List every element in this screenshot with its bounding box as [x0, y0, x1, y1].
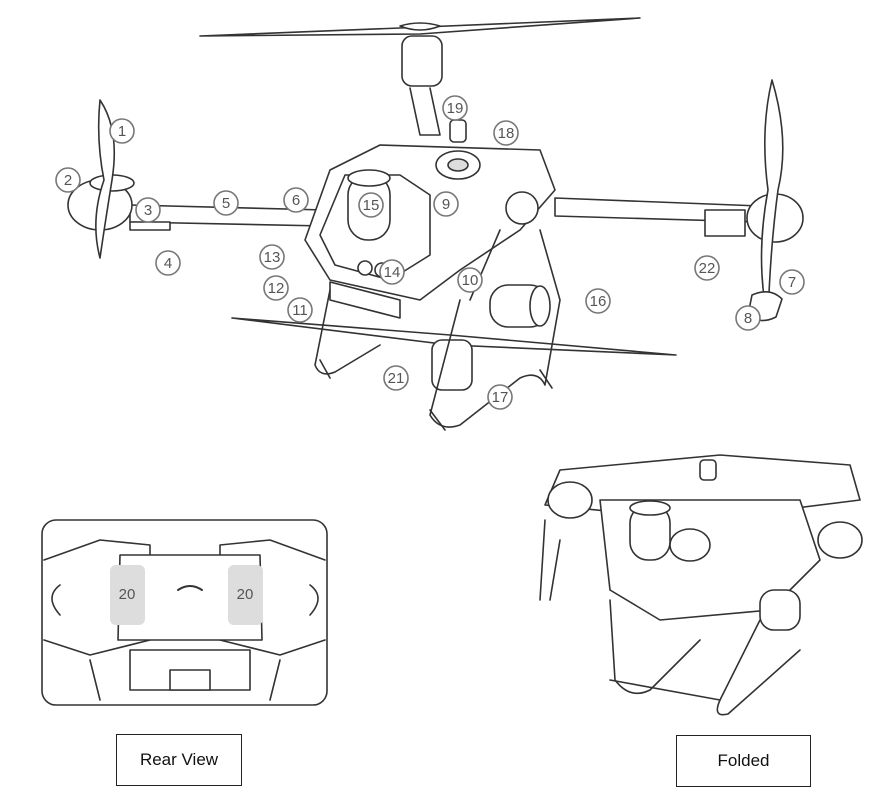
svg-text:16: 16 — [590, 293, 607, 310]
callout-18: 18 — [493, 120, 519, 146]
folded-caption: Folded — [676, 735, 811, 787]
svg-text:4: 4 — [164, 255, 172, 272]
svg-text:1: 1 — [118, 123, 126, 140]
svg-text:18: 18 — [498, 125, 515, 142]
callout-13: 13 — [259, 244, 285, 270]
callout-21: 21 — [383, 365, 409, 391]
svg-text:15: 15 — [363, 197, 380, 214]
svg-text:17: 17 — [492, 389, 509, 406]
svg-text:6: 6 — [292, 192, 300, 209]
svg-text:7: 7 — [788, 274, 796, 291]
callout-22: 22 — [694, 255, 720, 281]
callout-10: 10 — [457, 267, 483, 293]
left-propeller — [95, 99, 116, 259]
bottom-propeller — [231, 317, 677, 356]
svg-text:13: 13 — [264, 249, 281, 266]
svg-text:9: 9 — [442, 196, 450, 213]
callout-9: 9 — [433, 191, 459, 217]
callout-12: 12 — [263, 275, 289, 301]
rear-view-caption-text: Rear View — [139, 750, 219, 769]
callout-4: 4 — [155, 250, 181, 276]
main-drone-illustration — [67, 17, 804, 431]
svg-text:2: 2 — [64, 172, 72, 189]
svg-text:8: 8 — [744, 310, 752, 327]
svg-text:11: 11 — [292, 302, 308, 319]
svg-text:19: 19 — [447, 100, 464, 117]
callout-15: 15 — [358, 192, 384, 218]
rear-view-callouts: 20 20 — [119, 586, 254, 603]
svg-text:21: 21 — [388, 370, 405, 387]
callout-7: 7 — [779, 269, 805, 295]
svg-text:14: 14 — [384, 264, 401, 281]
callout-3: 3 — [135, 197, 161, 223]
rear-badge-left: 20 — [119, 586, 136, 603]
svg-text:5: 5 — [222, 195, 230, 212]
svg-text:22: 22 — [699, 260, 716, 277]
rear-badge-right: 20 — [237, 586, 254, 603]
callout-17: 17 — [487, 384, 513, 410]
svg-text:10: 10 — [462, 272, 479, 289]
callout-14: 14 — [379, 259, 405, 285]
callout-1: 1 — [109, 118, 135, 144]
callout-2: 2 — [55, 167, 81, 193]
rear-view-caption: Rear View — [116, 734, 242, 786]
top-propeller — [199, 17, 641, 37]
callout-5: 5 — [213, 190, 239, 216]
callout-8: 8 — [735, 305, 761, 331]
folded-caption-text: Folded — [717, 751, 770, 770]
folded-drone-illustration — [539, 454, 863, 716]
svg-text:3: 3 — [144, 202, 152, 219]
callout-19: 19 — [442, 95, 468, 121]
callout-16: 16 — [585, 288, 611, 314]
callout-11: 11 — [287, 297, 313, 323]
rear-view-panel — [41, 519, 328, 706]
svg-text:12: 12 — [268, 280, 285, 297]
callout-6: 6 — [283, 187, 309, 213]
callouts: 1 2 3 4 5 6 7 8 9 10 11 12 13 14 15 16 1… — [55, 95, 805, 410]
